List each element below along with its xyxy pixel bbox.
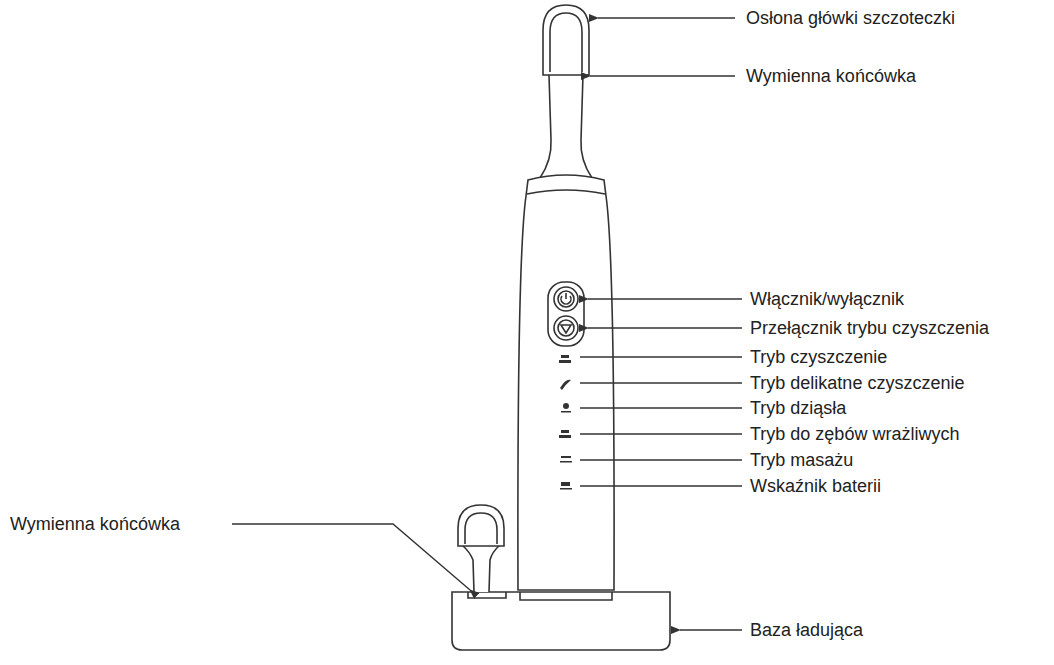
mode-label: Tryb dziąsła [748, 397, 848, 419]
brush-head-label: Wymienna końcówka [744, 65, 918, 87]
charging-base-label: Baza ładująca [748, 619, 865, 641]
mode-label: Tryb do zębów wrażliwych [748, 423, 961, 445]
battery-label: Wskaźnik baterii [748, 475, 883, 497]
mode-label: Tryb czyszczenie [748, 346, 889, 368]
mode-icons [559, 355, 572, 490]
mode-switch-label: Przełącznik trybu czyszczenia [748, 317, 991, 339]
leader-lines [232, 18, 742, 630]
cap-label: Osłona główki szczoteczki [744, 7, 957, 29]
spare-head-label: Wymienna końcówka [8, 513, 182, 535]
mode-label: Tryb delikatne czyszczenie [748, 372, 966, 394]
power-button-label: Włącznik/wyłącznik [748, 288, 906, 310]
mode-label: Tryb masażu [748, 449, 855, 471]
